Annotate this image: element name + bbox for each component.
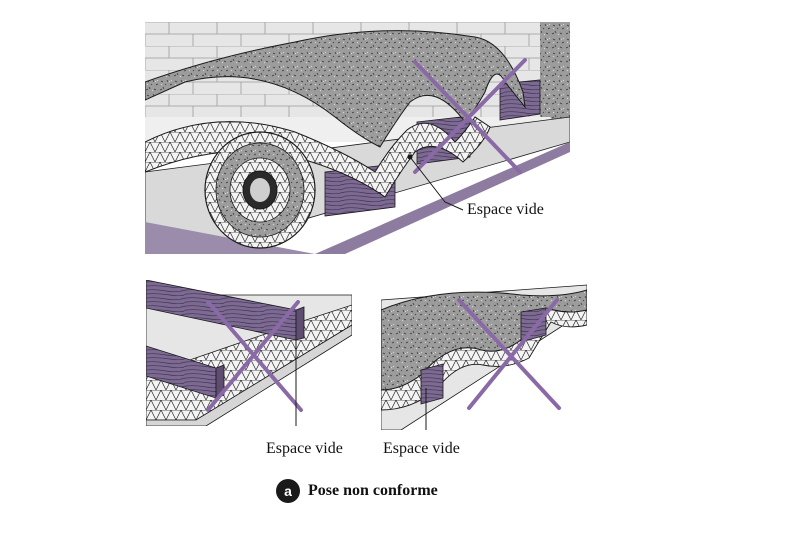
joists	[146, 280, 305, 399]
bottom-left-illustration	[146, 280, 352, 426]
bottom-right-illustration	[381, 280, 587, 430]
callout-leader-top	[407, 154, 464, 211]
prohibited-cross	[206, 300, 303, 412]
empty-space-label-bottom-right: Espace vide	[383, 440, 460, 457]
figure-caption: a Pose non conforme	[276, 478, 438, 504]
caption-badge: a	[276, 479, 300, 503]
insulation-roll	[145, 30, 526, 249]
prohibited-cross	[457, 298, 561, 410]
top-illustration	[145, 22, 570, 254]
empty-space-label-bottom-left: Espace vide	[266, 440, 343, 457]
prohibited-cross	[413, 58, 527, 174]
caption-text: Pose non conforme	[308, 482, 438, 499]
empty-space-label-top: Espace vide	[467, 201, 544, 218]
